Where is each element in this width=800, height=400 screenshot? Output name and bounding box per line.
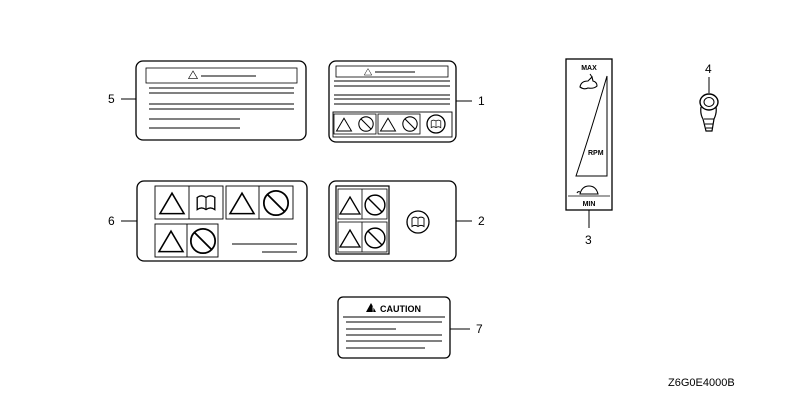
callout-2: 2: [478, 214, 485, 228]
clip-part-4: [699, 93, 719, 132]
callout-3: 3: [585, 233, 592, 247]
part-code: Z6G0E4000B: [668, 377, 735, 389]
label-7: ! CAUTION: [337, 296, 451, 359]
caution-heading: CAUTION: [380, 304, 421, 314]
min-label: MIN: [583, 201, 596, 208]
throttle-label-3: MAX RPM MIN: [565, 58, 613, 211]
callout-6: 6: [108, 214, 115, 228]
callout-1: 1: [478, 94, 485, 108]
rabbit-icon: [579, 73, 598, 90]
rpm-label: RPM: [588, 150, 604, 157]
callout-5: 5: [108, 92, 115, 106]
label-5: [135, 60, 307, 141]
callout-7: 7: [476, 322, 483, 336]
label-2: [328, 180, 457, 262]
label-1: [328, 60, 457, 143]
turtle-icon: [576, 185, 599, 195]
max-label: MAX: [581, 65, 597, 72]
caution-triangle-icon: [366, 303, 376, 312]
callout-4: 4: [705, 62, 712, 76]
label-6: [136, 180, 308, 262]
svg-text:!: !: [372, 307, 374, 314]
